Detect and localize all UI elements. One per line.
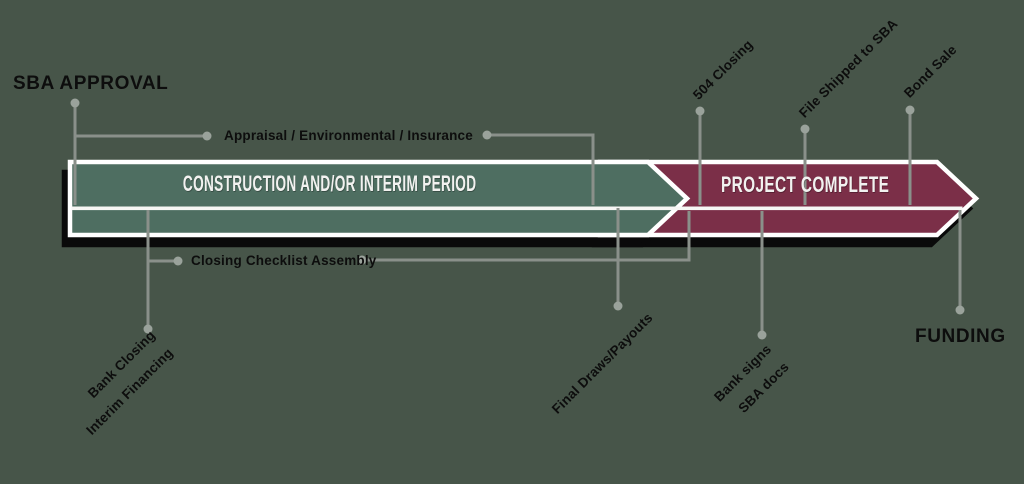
connector-appraisal-right [487, 133, 595, 205]
project-complete-title: PROJECT COMPLETE [720, 172, 890, 197]
construction-arrow-segment [67, 159, 691, 238]
dot-appraisal-right [482, 130, 492, 140]
dot-bank-closing [143, 324, 153, 334]
connector-lines [73, 103, 962, 334]
dot-504-closing [695, 106, 705, 116]
dot-closing-checklist-left [173, 256, 183, 266]
dot-closing-checklist-right [357, 255, 367, 265]
ribbon-divider-line [71, 206, 963, 211]
connector-closing-checklist-right [364, 211, 691, 262]
dot-appraisal-left [202, 131, 212, 141]
dot-bank-signs [757, 330, 767, 340]
construction-period-title: CONSTRUCTION AND/OR INTERIM PERIOD [183, 171, 477, 196]
closing-checklist-assembly-label: Closing Checklist Assembly [191, 253, 377, 268]
dot-final-draws [613, 301, 623, 311]
appraisal-environmental-insurance-label: Appraisal / Environmental / Insurance [224, 128, 473, 143]
dot-bond-sale [905, 105, 915, 115]
dot-sba-approval [70, 98, 80, 108]
dot-file-shipped [800, 124, 810, 134]
connector-dots [70, 98, 965, 340]
sba-approval-label: SBA APPROVAL [13, 73, 169, 94]
funding-label: FUNDING [915, 326, 1006, 347]
dot-funding [955, 305, 965, 315]
